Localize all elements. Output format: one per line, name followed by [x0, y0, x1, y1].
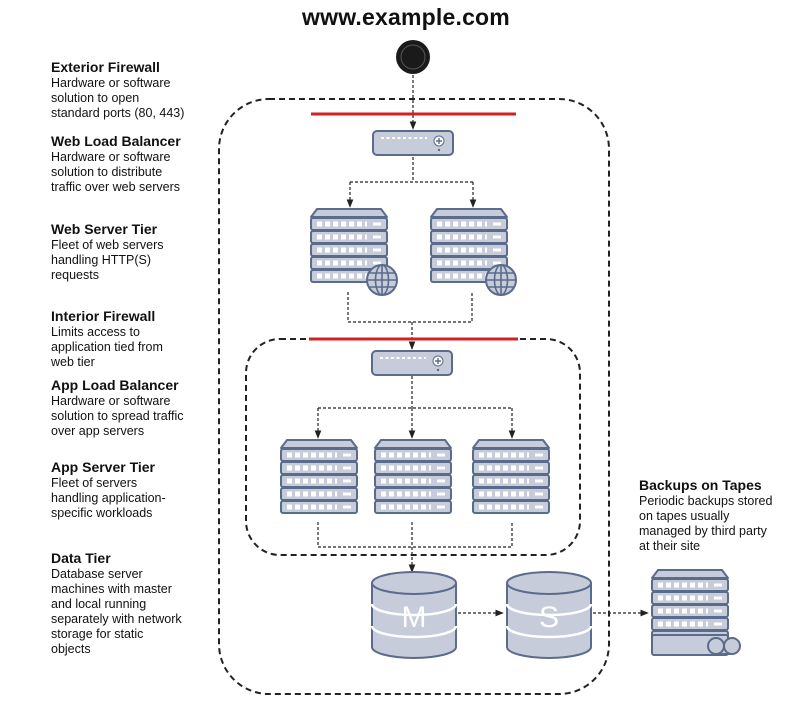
label-line: handling HTTP(S): [51, 253, 152, 267]
label-line: Fleet of web servers: [51, 238, 164, 252]
label-line: traffic over web servers: [51, 180, 180, 194]
label-heading: Exterior Firewall: [51, 59, 160, 75]
label-line: storage for static: [51, 627, 144, 641]
label-app-server-tier: App Server Tier Fleet of servers handlin…: [51, 459, 226, 521]
label-line: at their site: [639, 539, 701, 553]
label-heading: App Load Balancer: [51, 377, 179, 393]
label-line: Hardware or software: [51, 394, 171, 408]
label-heading: Interior Firewall: [51, 308, 156, 324]
slave-database-label: S: [539, 601, 559, 634]
label-line: machines with master: [51, 582, 172, 596]
label-web-server-tier: Web Server Tier Fleet of web servers han…: [51, 221, 226, 283]
label-line: specific workloads: [51, 506, 153, 520]
start-node-icon: [396, 40, 430, 74]
label-heading: Web Server Tier: [51, 221, 158, 237]
label-app-load-balancer: App Load Balancer Hardware or software s…: [51, 377, 226, 439]
page-title: www.example.com: [302, 4, 510, 30]
label-line: on tapes usually: [639, 509, 730, 523]
label-backups-on-tapes: Backups on Tapes Periodic backups stored…: [639, 477, 809, 554]
label-line: and local running: [51, 597, 147, 611]
label-line: application tied from: [51, 340, 163, 354]
label-line: Hardware or software: [51, 150, 171, 164]
label-line: over app servers: [51, 424, 145, 438]
web-tier-boundary: [218, 98, 610, 695]
app-server-icon: [473, 440, 549, 513]
label-line: Periodic backups stored: [639, 494, 773, 508]
label-line: Fleet of servers: [51, 476, 138, 490]
label-heading: Data Tier: [51, 550, 111, 566]
label-line: Limits access to: [51, 325, 140, 339]
globe-icon: [485, 264, 517, 296]
label-interior-firewall: Interior Firewall Limits access to appli…: [51, 308, 226, 370]
app-server-icon: [375, 440, 451, 513]
label-line: solution to open: [51, 91, 140, 105]
label-data-tier: Data Tier Database server machines with …: [51, 550, 226, 657]
label-line: handling application-: [51, 491, 166, 505]
label-heading: Backups on Tapes: [639, 477, 762, 493]
tape-reels-icon: [707, 637, 741, 655]
app-server-icon: [281, 440, 357, 513]
web-load-balancer-icon: [372, 130, 454, 156]
label-heading: Web Load Balancer: [51, 133, 181, 149]
label-line: Database server: [51, 567, 143, 581]
label-line: solution to spread traffic: [51, 409, 184, 423]
label-heading: App Server Tier: [51, 459, 156, 475]
app-load-balancer-icon: [371, 350, 453, 376]
label-exterior-firewall: Exterior Firewall Hardware or software s…: [51, 59, 226, 121]
connector-lines: [314, 75, 649, 651]
label-line: requests: [51, 268, 99, 282]
label-line: managed by third party: [639, 524, 767, 538]
label-line: objects: [51, 642, 91, 656]
globe-icon: [366, 264, 398, 296]
label-line: Hardware or software: [51, 76, 171, 90]
label-line: separately with network: [51, 612, 182, 626]
label-line: standard ports (80, 443): [51, 106, 185, 120]
label-web-load-balancer: Web Load Balancer Hardware or software s…: [51, 133, 226, 195]
label-line: web tier: [51, 355, 95, 369]
label-line: solution to distribute: [51, 165, 163, 179]
master-database-label: M: [402, 601, 427, 634]
